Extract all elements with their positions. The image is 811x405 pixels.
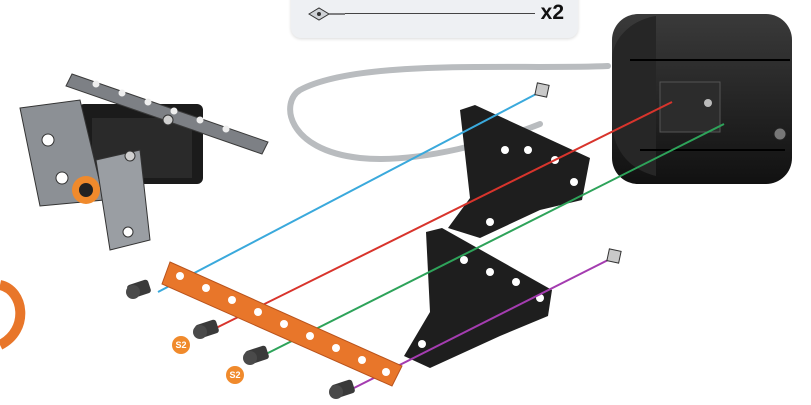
parts-callout: x2 (291, 0, 578, 38)
nut (535, 83, 549, 97)
sensor-module (612, 14, 792, 184)
lower-bracket (404, 228, 552, 368)
step-badge: S2 (226, 366, 244, 384)
screw (126, 279, 152, 299)
nut-icon (305, 2, 345, 26)
upper-bracket (448, 105, 590, 238)
screw (243, 345, 270, 365)
orange-wheel-partial (0, 285, 20, 345)
screw (329, 379, 356, 399)
motor-assembly (20, 74, 268, 250)
nut (607, 249, 621, 263)
parts-quantity: x2 (541, 1, 564, 25)
callout-divider (345, 13, 535, 14)
step-badge: S2 (172, 336, 190, 354)
screw (193, 319, 220, 339)
orange-strip (162, 262, 402, 386)
